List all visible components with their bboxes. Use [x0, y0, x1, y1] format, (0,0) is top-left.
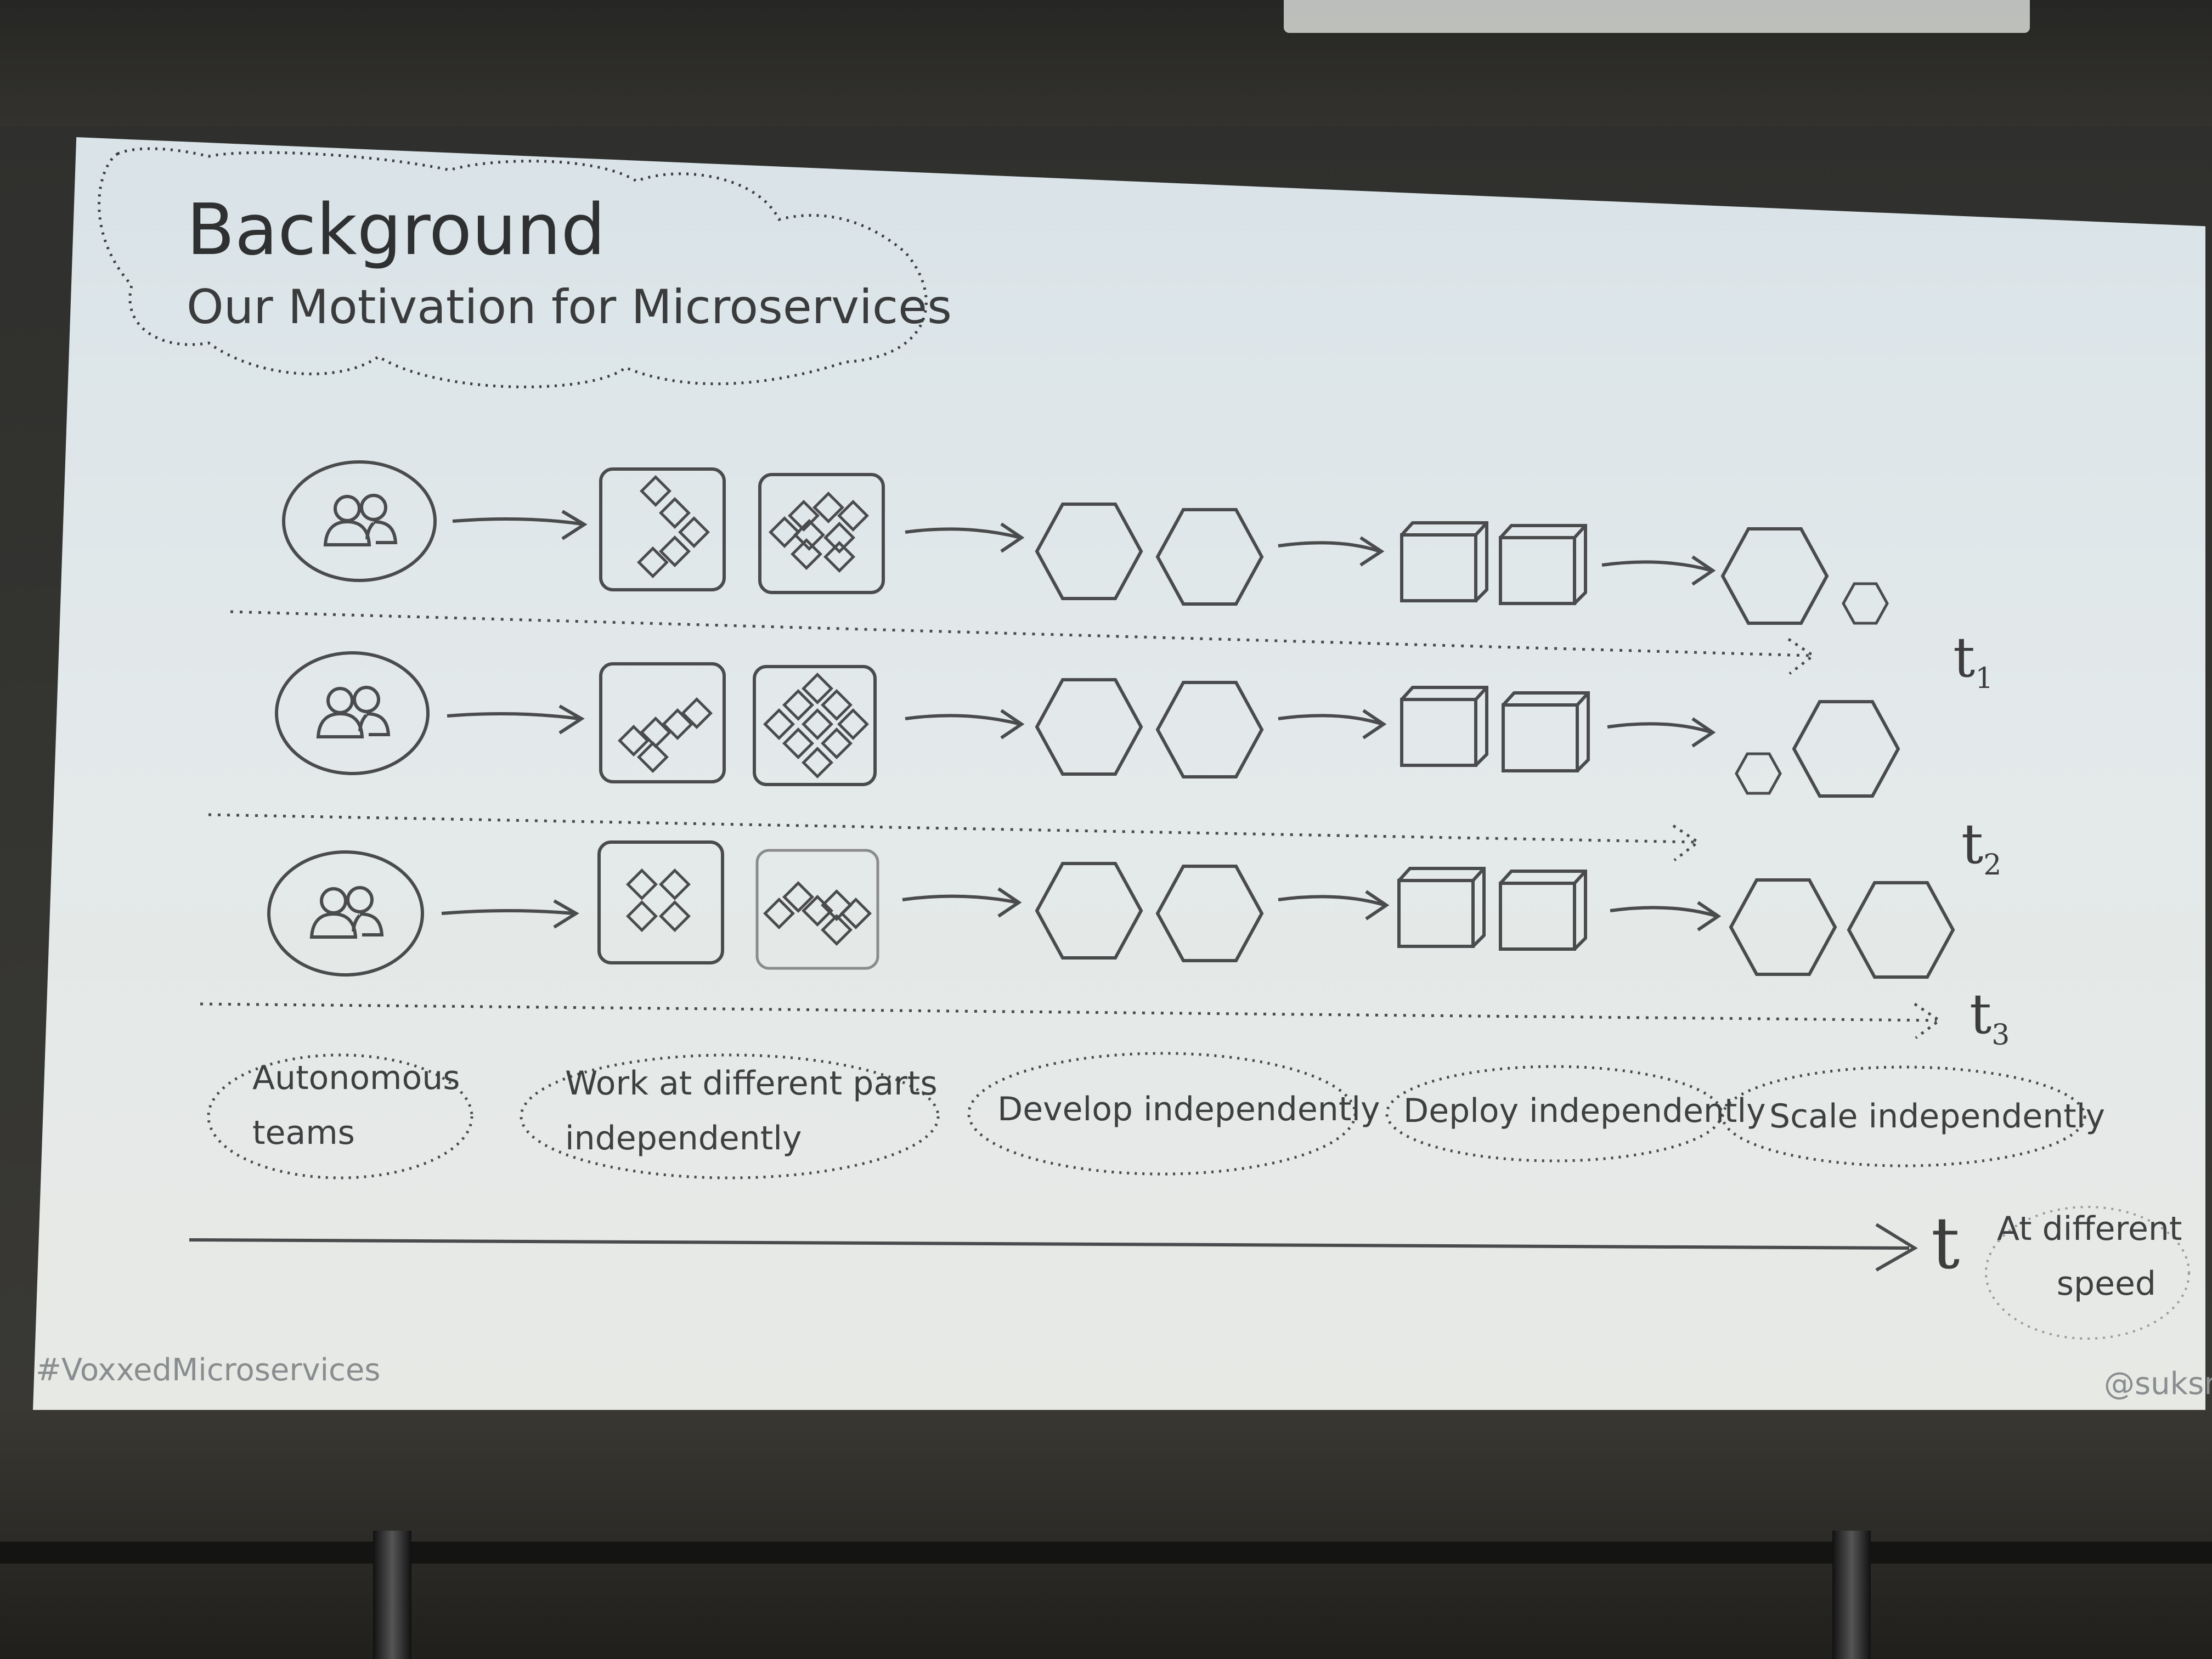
arrow-icon [1601, 555, 1716, 586]
timeline-label-t1: t1 [1953, 625, 1994, 695]
row-1 [282, 460, 1887, 623]
arrow-icon [1610, 901, 1722, 932]
caption-bubble [1721, 1065, 2086, 1167]
slide-subtitle: Our Motivation for Microservices [187, 280, 952, 335]
timeline-arrow-t2 [208, 813, 1696, 844]
arrow-icon [1278, 536, 1385, 567]
caption-line: Work at different parts [565, 1064, 938, 1103]
time-axis-label: t [1931, 1201, 1960, 1285]
timeline-arrow-t3 [200, 1002, 1937, 1022]
team-icon [267, 850, 424, 977]
hexagon-icon [1723, 529, 1827, 623]
caption-line: Deploy independently [1403, 1092, 1766, 1130]
stage-post-left [373, 1531, 411, 1659]
hexagon-icon [1843, 584, 1887, 623]
caption-line: independently [565, 1119, 802, 1158]
time-axis-arrow [189, 1223, 1918, 1272]
caption-develop-independently: Develop independently [997, 1082, 1380, 1137]
component-grid-icon [755, 849, 879, 970]
caption-line: Autonomous [252, 1059, 460, 1097]
component-grid-icon [758, 473, 885, 594]
component-grid-icon [753, 665, 877, 786]
row-2 [275, 651, 1898, 796]
arrow-icon [452, 510, 588, 540]
hexagon-icon [1037, 504, 1141, 599]
footer-handle: @suksr [2104, 1366, 2212, 1402]
hexagon-icon [1736, 754, 1780, 793]
hexagon-icon [1158, 510, 1262, 604]
caption-line: Develop independently [997, 1090, 1380, 1128]
hexagon-icon [1037, 864, 1141, 958]
arrow-icon [905, 709, 1025, 740]
caption-bubble [967, 1052, 1357, 1176]
caption-scale-independently: Scale independently [1769, 1089, 2105, 1144]
timeline-label-t2: t2 [1961, 812, 2002, 882]
slide-title: Background [187, 189, 606, 271]
caption-work-different-parts: Work at different parts independently [565, 1056, 938, 1166]
arrow-icon [1278, 709, 1387, 740]
speed-note-bubble [1985, 1206, 2190, 1340]
arrow-icon [1278, 890, 1390, 921]
speed-note-line: At different [1997, 1210, 2182, 1248]
cube-icon [1402, 687, 1487, 765]
caption-bubble [520, 1053, 940, 1180]
arrow-icon [902, 887, 1022, 918]
component-grid-icon [599, 467, 726, 591]
footer-hashtag: #VoxxedMicroservices [36, 1352, 381, 1388]
hexagon-icon [1849, 883, 1953, 977]
ceiling-light [1284, 0, 2030, 33]
stage-post-right [1832, 1531, 1871, 1659]
component-grid-icon [597, 840, 724, 964]
speed-note-line: speed [2056, 1265, 2156, 1303]
caption-bubble [1385, 1065, 1723, 1163]
row-3 [267, 840, 1953, 977]
component-grid-icon [599, 662, 726, 783]
caption-line: teams [252, 1114, 355, 1152]
hexagon-icon [1731, 880, 1835, 974]
caption-autonomous-teams: Autonomous teams [252, 1051, 460, 1160]
timeline-label-t3: t3 [1970, 982, 2010, 1052]
speed-note: At different speed [1997, 1201, 2182, 1311]
title-cloud [98, 147, 928, 388]
arrow-icon [1607, 717, 1716, 748]
team-icon [282, 460, 437, 582]
cube-icon [1503, 693, 1588, 771]
cube-icon [1500, 526, 1585, 603]
timeline-arrow-t1 [230, 610, 1811, 657]
caption-line: Scale independently [1769, 1097, 2105, 1136]
caption-bubble [207, 1053, 473, 1180]
cube-icon [1402, 523, 1487, 601]
caption-deploy-independently: Deploy independently [1403, 1084, 1766, 1138]
arrow-icon [447, 704, 585, 735]
cube-icon [1500, 871, 1585, 949]
cube-icon [1399, 868, 1484, 946]
hexagon-icon [1158, 682, 1262, 777]
team-icon [275, 651, 430, 775]
projected-slide [33, 137, 2205, 1410]
hexagon-icon [1794, 702, 1898, 796]
arrow-icon [441, 899, 579, 929]
hexagon-icon [1158, 866, 1262, 961]
arrow-icon [905, 522, 1025, 553]
hexagon-icon [1037, 680, 1141, 774]
